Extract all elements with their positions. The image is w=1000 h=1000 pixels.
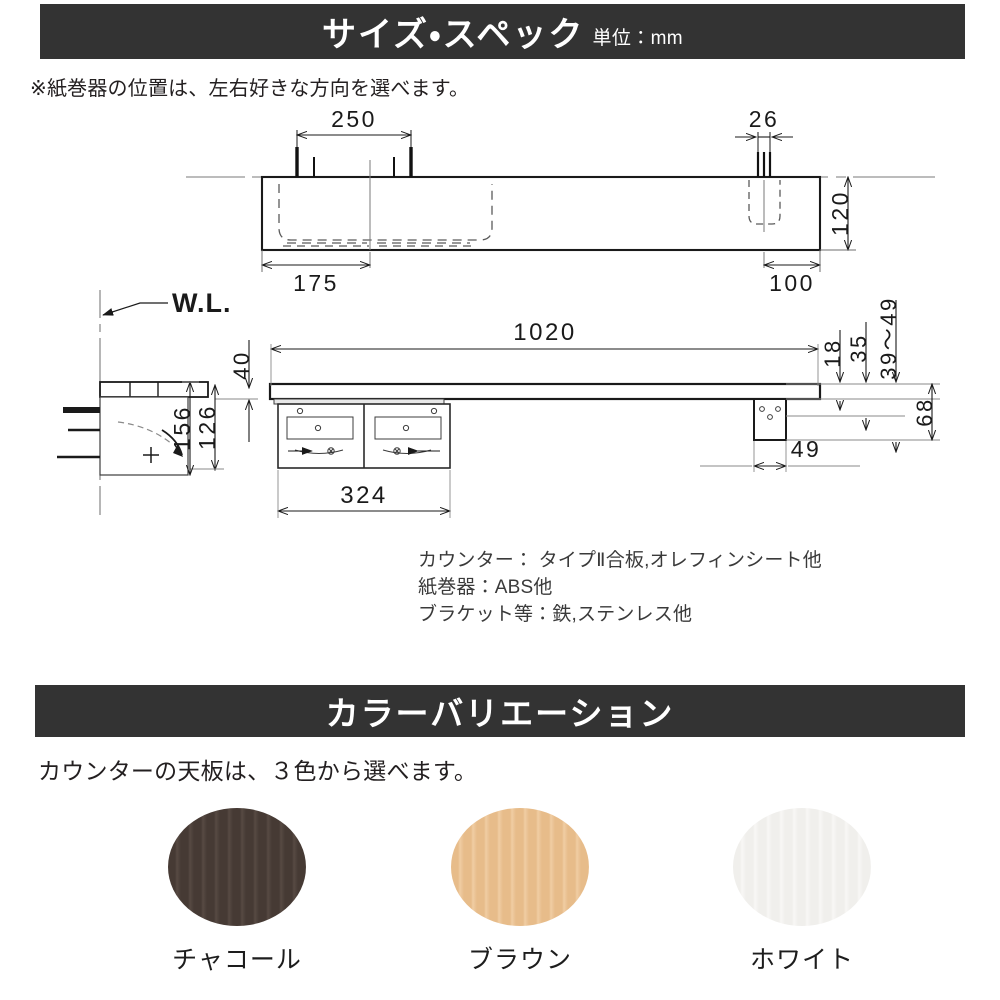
dim-175 [262, 250, 370, 272]
dim-120-label: 120 [827, 190, 853, 236]
dim-100 [764, 250, 820, 272]
plan-holder-outline [278, 184, 493, 241]
dim-39-49-label: 39〜49 [876, 296, 901, 379]
dim-1020-label: 1020 [513, 319, 576, 346]
material-line-holder: 紙巻器：ABS他 [418, 576, 553, 598]
wall-section-view [57, 290, 209, 515]
dim-175-label: 175 [293, 270, 339, 296]
color-note: カウンターの天板は、３色から選べます。 [38, 758, 478, 784]
spec-note: ※紙巻器の位置は、左右好きな方向を選べます。 [30, 78, 470, 100]
dim-49-label: 49 [791, 436, 822, 462]
color-swatch-row: チャコール ブラウン ホワイト [0, 808, 1000, 1000]
swatch-label-brown: ブラウン [467, 946, 572, 974]
swatch-label-charcoal: チャコール [172, 946, 302, 974]
dim-100-label: 100 [769, 270, 815, 296]
swatch-oval-brown[interactable] [451, 808, 589, 926]
dim-35-label: 35 [846, 333, 871, 362]
spec-section-title: サイズ・スペック [321, 16, 585, 54]
dim-49 [700, 441, 860, 472]
color-swatch-charcoal[interactable]: チャコール [87, 808, 387, 976]
dim-68-label: 68 [912, 397, 937, 426]
dim-40-label: 40 [229, 350, 254, 379]
dim-324 [278, 470, 450, 518]
wall-section-bracket [99, 396, 189, 476]
dim-120 [820, 177, 856, 250]
dim-156 [182, 382, 199, 475]
dim-250-label: 250 [331, 106, 377, 132]
spec-section-header: サイズ・スペック 単位：mm [40, 4, 965, 59]
color-swatch-white[interactable]: ホワイト [652, 808, 952, 976]
technical-drawing: 250 175 26 100 120 W.L. 1020 40 126 156 … [57, 106, 940, 518]
elevation-view [182, 300, 940, 518]
dim-126 [190, 385, 224, 470]
dim-26 [735, 132, 793, 152]
swatch-oval-white[interactable] [733, 808, 871, 926]
plan-view [186, 130, 935, 272]
material-spec-block: カウンター： タイプⅡ合板,オレフィンシート他 紙巻器：ABS他 ブラケット等：… [418, 548, 822, 629]
color-section-header: カラーバリエーション [35, 685, 965, 737]
dim-1020 [271, 344, 818, 386]
dim-156-label: 156 [169, 405, 195, 451]
dim-250 [297, 130, 411, 148]
dim-126-label: 126 [194, 404, 220, 450]
plan-bracket-outline [748, 180, 781, 225]
spec-section-unit: 単位：mm [592, 27, 684, 49]
elev-counter-board [268, 382, 822, 401]
dim-324-label: 324 [340, 482, 388, 509]
material-line-counter: カウンター： タイプⅡ合板,オレフィンシート他 [418, 550, 822, 571]
color-section-title: カラーバリエーション [325, 695, 675, 732]
dim-40 [215, 340, 258, 442]
plan-counter-body [260, 175, 822, 252]
dim-18-label: 18 [820, 338, 845, 367]
swatch-label-white: ホワイト [749, 946, 854, 974]
dim-26-label: 26 [749, 106, 780, 132]
color-swatch-brown[interactable]: ブラウン [370, 808, 670, 976]
wall-section-counter [99, 381, 209, 398]
swatch-oval-charcoal[interactable] [168, 808, 306, 926]
wl-label: W.L. [172, 288, 232, 318]
wl-leader [103, 302, 168, 315]
material-line-bracket: ブラケット等：鉄,ステンレス他 [418, 603, 693, 625]
